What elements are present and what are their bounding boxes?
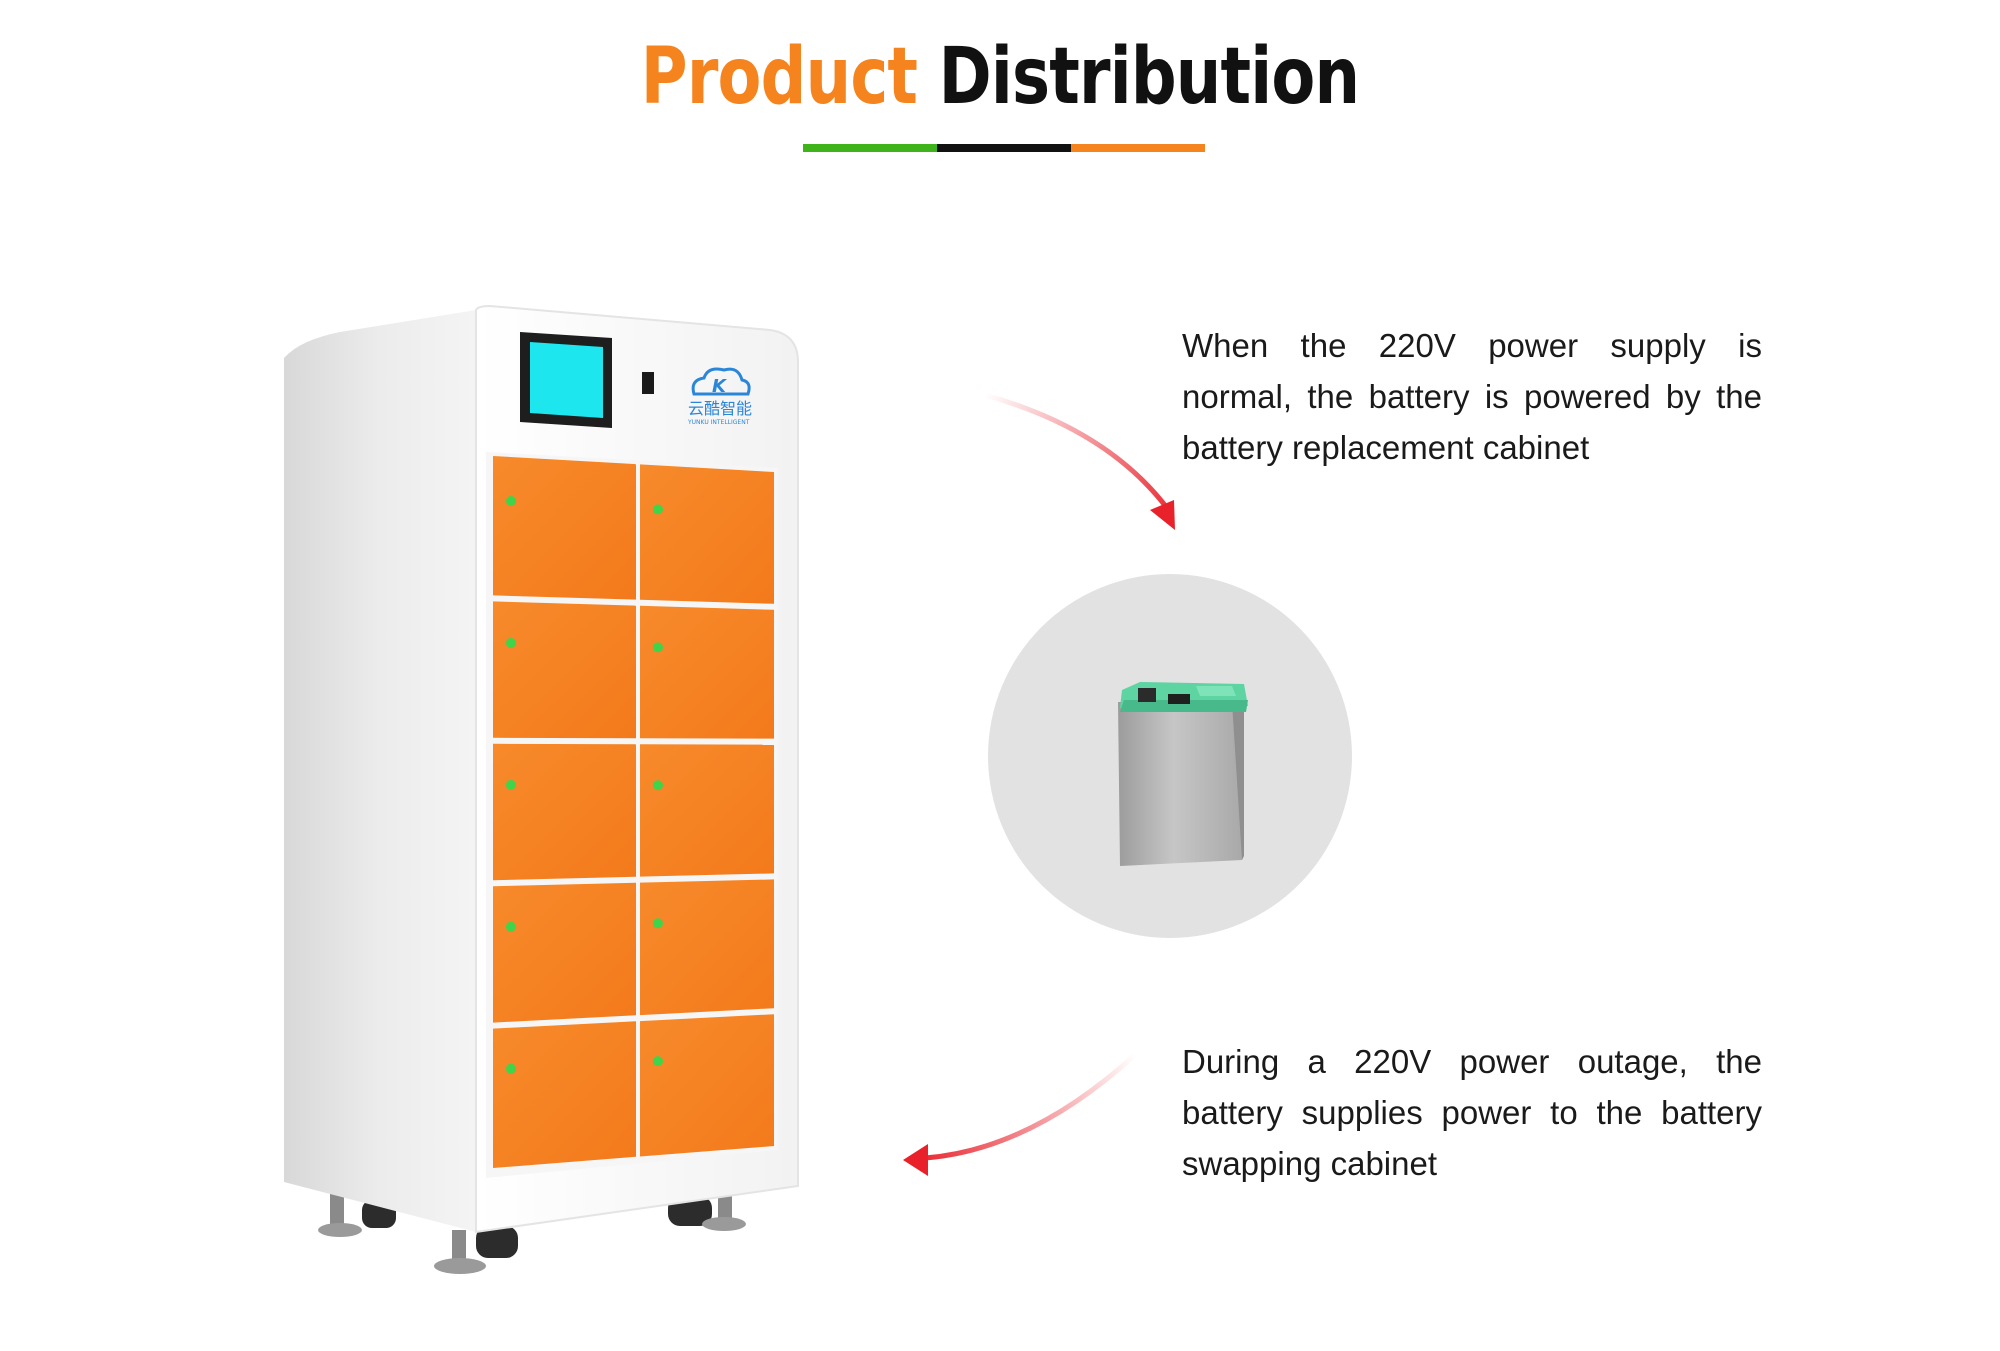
compartment-door (493, 882, 636, 1023)
brand-logo: K 云酷智能 YUNKU INTELLIGENT (687, 367, 752, 426)
battery-pack (988, 574, 1352, 938)
status-led-icon (653, 642, 663, 653)
touch-screen (520, 332, 612, 428)
compartment-door (640, 744, 774, 877)
battery-handle-slot (1168, 694, 1190, 704)
compartment-door (640, 879, 774, 1016)
status-led-icon (653, 504, 663, 515)
arrow-head-left-icon (903, 1144, 928, 1176)
status-led-icon (506, 496, 516, 507)
compartment-door (493, 1021, 636, 1168)
underline-orange (1071, 144, 1205, 152)
status-led-icon (506, 921, 516, 932)
underline-green (803, 144, 937, 152)
compartment-doors (493, 456, 774, 1168)
compartment-door (640, 605, 774, 739)
normal-power-description: When the 220V power supply is normal, th… (1182, 327, 1762, 466)
title-highlight: Product (640, 32, 918, 122)
status-led-icon (506, 1063, 516, 1074)
underline-black (937, 144, 1071, 152)
compartment-door (640, 1014, 774, 1157)
status-led-icon (506, 779, 516, 790)
status-led-icon (653, 1056, 663, 1067)
logo-en-text: YUNKU INTELLIGENT (687, 419, 750, 426)
battery-swap-cabinet: K 云酷智能 YUNKU INTELLIGENT (284, 304, 799, 1274)
compartment-door (493, 743, 636, 881)
outage-power-description: During a 220V power outage, the battery … (1182, 1043, 1762, 1182)
arrow-to-battery (982, 392, 1175, 530)
card-reader-slot (642, 372, 654, 394)
title-underline (803, 144, 1205, 152)
title-main: Distribution (938, 32, 1360, 122)
compartment-door (493, 601, 636, 739)
arrow-to-cabinet (903, 1052, 1138, 1176)
cabinet-side (284, 310, 476, 1232)
logo-letter-icon: K (712, 376, 728, 397)
page-title: Product Distribution (180, 38, 1820, 116)
arrow-head-down-icon (1150, 500, 1175, 530)
battery-terminal (1138, 688, 1156, 702)
compartment-door (493, 456, 636, 600)
status-led-icon (506, 637, 516, 648)
status-led-icon (653, 918, 663, 929)
status-led-icon (653, 780, 663, 791)
logo-cn-text: 云酷智能 (688, 399, 752, 418)
battery-body (1118, 702, 1242, 866)
compartment-door (640, 464, 774, 604)
